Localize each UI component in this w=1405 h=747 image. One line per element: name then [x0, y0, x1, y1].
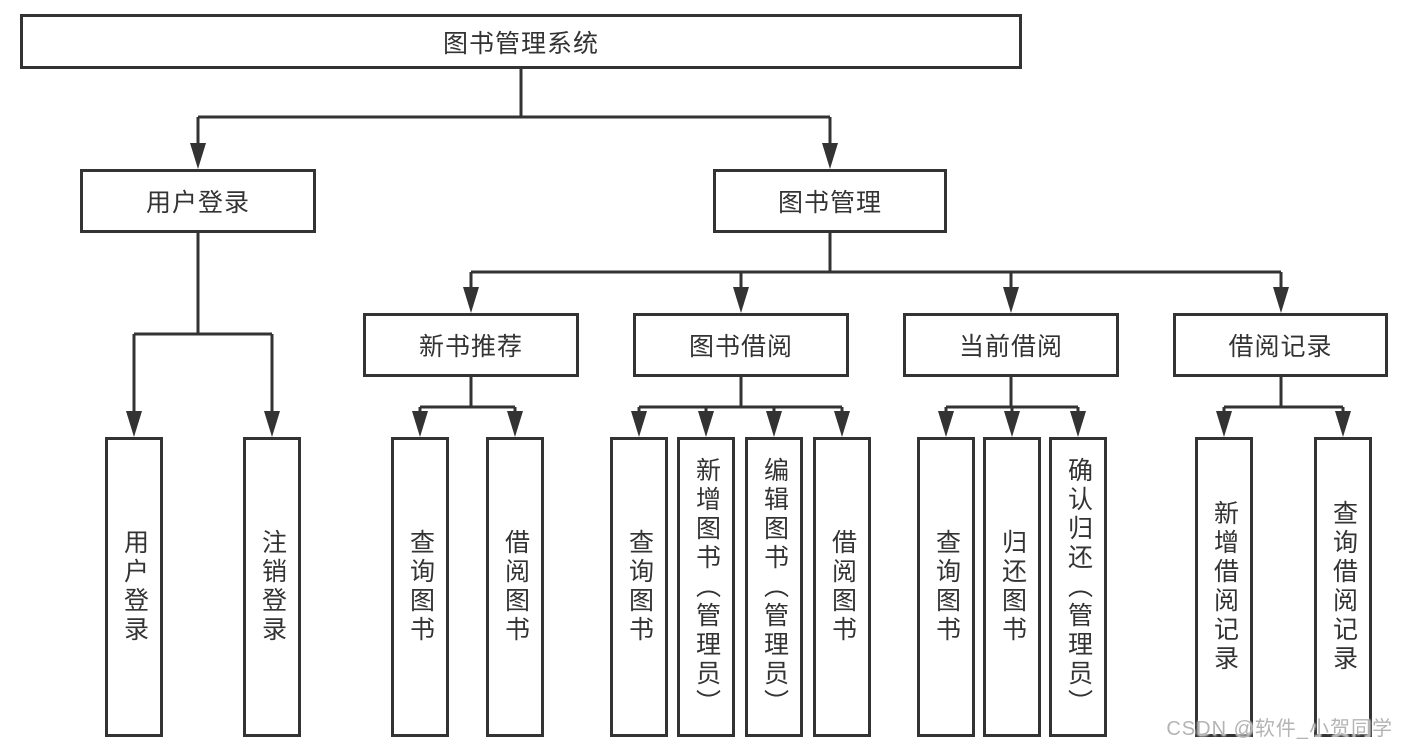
- node-borrow-records: 借阅记录: [1173, 313, 1388, 377]
- csdn-watermark: CSDN @软件_小贺同学: [1166, 718, 1393, 740]
- leaf-add-borrow-record: 新增借阅记录: [1195, 437, 1253, 737]
- leaf-query-book-2: 查询图书: [610, 437, 668, 737]
- leaf-query-borrow-record: 查询借阅记录: [1314, 437, 1372, 737]
- leaf-query-book-1: 查询图书: [391, 437, 449, 737]
- node-book-management: 图书管理: [713, 169, 947, 233]
- leaf-borrow-book-1: 借阅图书: [486, 437, 544, 737]
- leaf-user-login: 用户登录: [105, 437, 163, 737]
- node-book-borrow: 图书借阅: [633, 313, 849, 377]
- leaf-edit-book-admin: 编辑图书（管理员）: [745, 437, 803, 737]
- node-current-borrow: 当前借阅: [903, 313, 1119, 377]
- node-library-management-system: 图书管理系统: [20, 14, 1022, 69]
- leaf-query-book-3: 查询图书: [917, 437, 975, 737]
- node-new-book-recommend: 新书推荐: [363, 313, 579, 377]
- leaf-logout: 注销登录: [243, 437, 301, 737]
- leaf-confirm-return-admin: 确认归还（管理员）: [1049, 437, 1107, 737]
- leaf-add-book-admin: 新增图书（管理员）: [677, 437, 735, 737]
- leaf-return-book: 归还图书: [983, 437, 1041, 737]
- node-user-login: 用户登录: [80, 169, 316, 233]
- leaf-borrow-book-2: 借阅图书: [813, 437, 871, 737]
